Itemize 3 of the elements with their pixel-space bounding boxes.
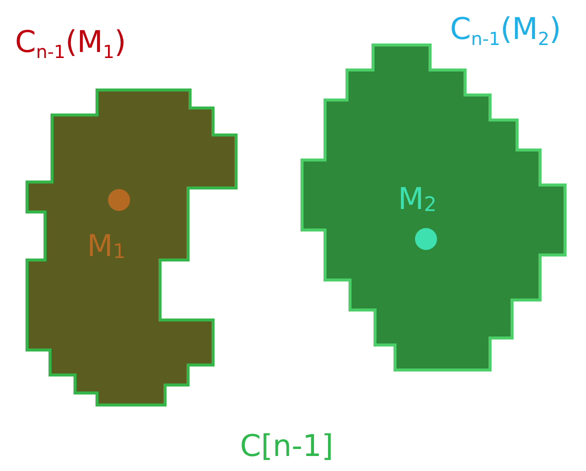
set-caption: C[n-1] [240,430,334,463]
set-label: C$_{n-1}$(M$_{2}$) [450,15,562,49]
set-label: C$_{n-1}$(M$_{1}$) [15,28,126,62]
